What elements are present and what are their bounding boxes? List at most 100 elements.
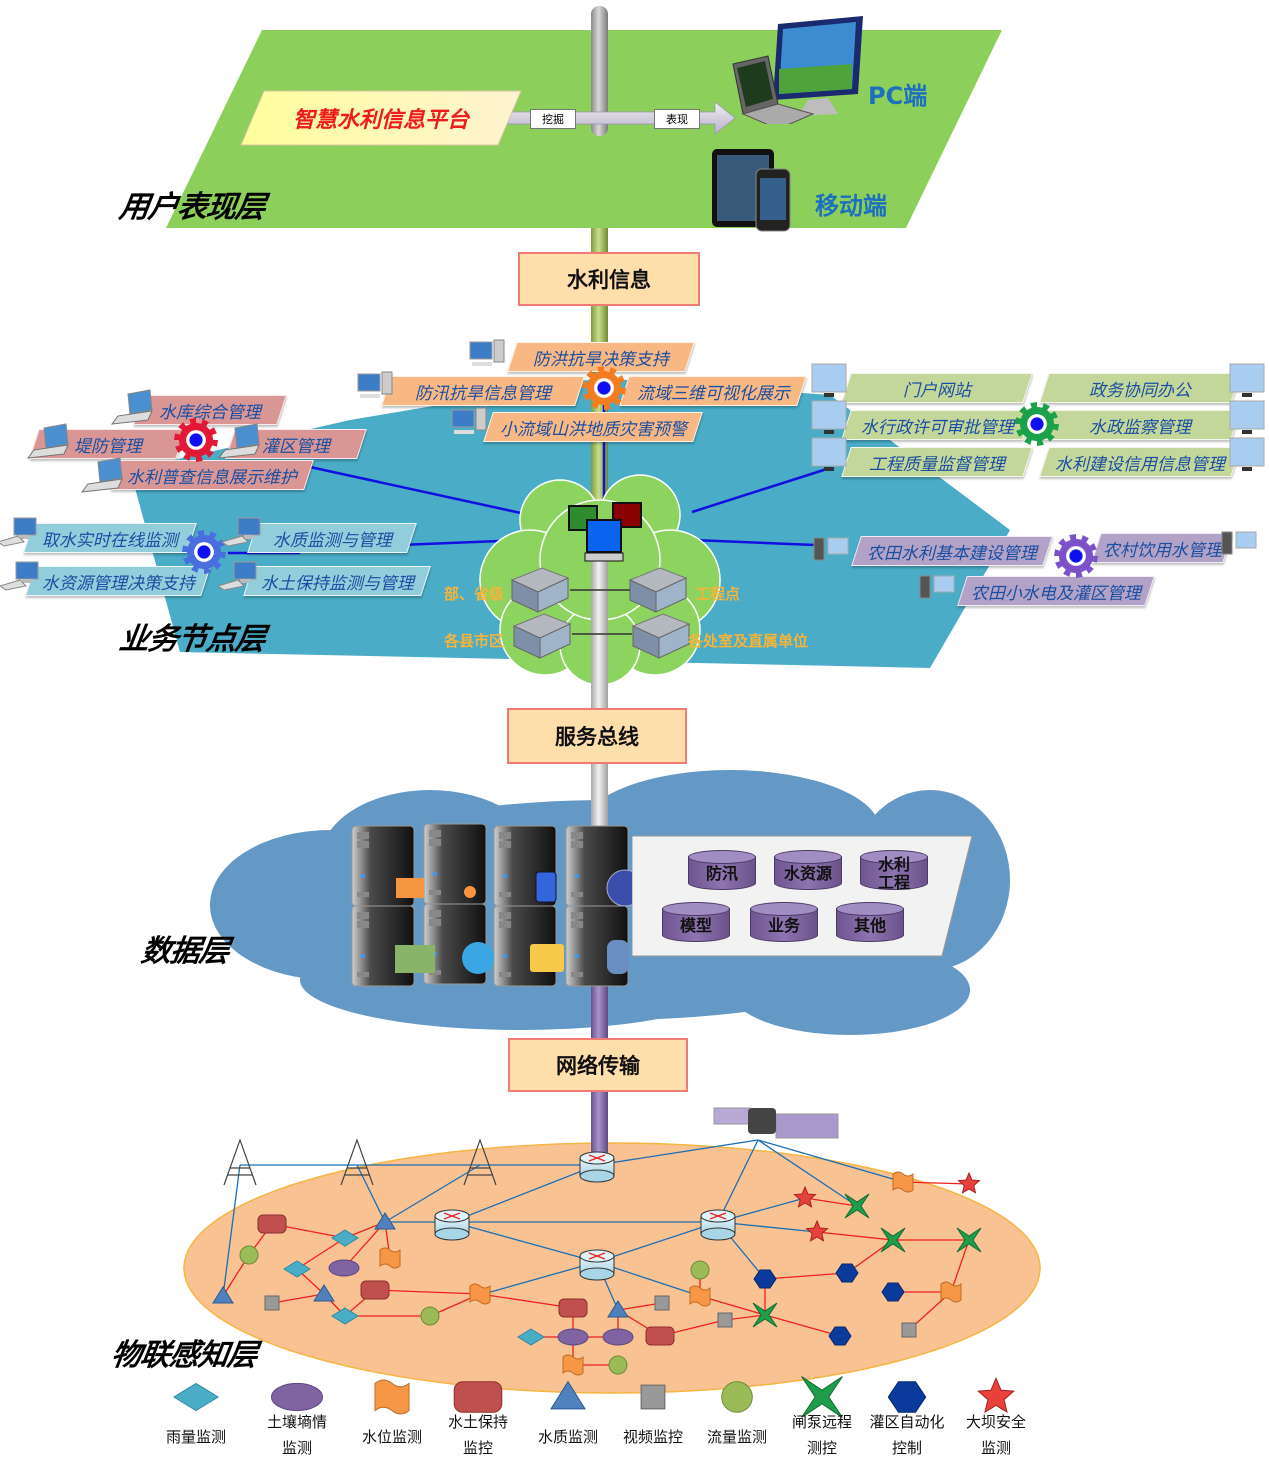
desktop-icon <box>469 339 505 366</box>
monitor-icon <box>811 400 847 434</box>
soil-conservation-icon <box>558 1298 588 1318</box>
legend-label: 水位监测 <box>361 1428 422 1446</box>
laptop-icon <box>80 457 123 493</box>
legend-label: 水质监测 <box>537 1428 598 1446</box>
mobile-label: 移动端 <box>815 192 887 220</box>
monitor-icon <box>811 363 847 397</box>
gate-pump-icon <box>801 1376 843 1418</box>
cell-tower-icon <box>463 1138 497 1186</box>
node-computer-blue <box>586 519 622 553</box>
dam-safety-icon <box>793 1185 817 1208</box>
tower-pc-icon <box>813 537 849 561</box>
legend-label: 大坝安全 监测 <box>965 1413 1026 1457</box>
video-camera-icon <box>901 1322 917 1338</box>
workstation-icon <box>0 561 39 591</box>
dam-safety-icon <box>957 1171 981 1194</box>
business-links <box>228 400 981 555</box>
legend-label: 流量监测 <box>706 1428 767 1446</box>
tower-pc-icon <box>1221 531 1257 555</box>
org-department: 各处室及直属单位 <box>688 632 809 650</box>
video-camera-icon <box>264 1295 280 1311</box>
water-level-icon <box>374 1379 410 1415</box>
flow-meter-icon <box>690 1260 710 1280</box>
soil-conservation-icon <box>360 1280 390 1300</box>
video-camera-icon <box>654 1295 670 1311</box>
flow-meter-icon <box>721 1381 753 1413</box>
monitor-icon <box>811 437 847 471</box>
platform-box[interactable]: 智慧水利信息平台 <box>240 90 522 146</box>
database-cylinder: 防汛 <box>688 850 756 890</box>
cylinder-icon <box>607 940 629 974</box>
database-label: 模型 <box>679 916 712 935</box>
phone-icon <box>535 871 557 903</box>
irrigation-control-icon <box>887 1381 927 1413</box>
show-label: 表现 <box>654 109 700 129</box>
soil-moisture-icon <box>557 1328 589 1346</box>
pc-icon <box>732 16 863 124</box>
router-icon <box>579 1249 615 1281</box>
cell-tower-icon <box>340 1138 374 1186</box>
database-cylinder: 模型 <box>662 902 730 942</box>
org-project: 工程点 <box>695 585 741 603</box>
router-icon <box>579 1151 615 1183</box>
water-level-icon <box>379 1247 401 1269</box>
tower-pc-icon <box>919 575 955 599</box>
rain-gauge-icon <box>517 1328 545 1346</box>
mine-label: 挖掘 <box>530 109 576 129</box>
gate-pump-icon <box>880 1227 906 1253</box>
gear-icon-orange-group <box>582 366 626 410</box>
rain-gauge-icon <box>331 1229 359 1247</box>
legend-label: 水土保持 监控 <box>447 1413 508 1457</box>
org-county: 各县市区 <box>444 632 505 650</box>
workstation-icon <box>216 561 257 591</box>
building-icon <box>512 613 572 659</box>
database-cylinder: 其他 <box>836 902 904 942</box>
flow-meter-icon <box>239 1245 259 1265</box>
rain-gauge-icon <box>172 1382 220 1412</box>
water-quality-icon <box>607 1300 629 1318</box>
legend-label: 闸泵远程 测控 <box>791 1413 852 1457</box>
water-quality-icon <box>212 1286 234 1304</box>
mobile-icon <box>712 149 791 232</box>
video-camera-icon <box>640 1384 666 1410</box>
database-label: 防汛 <box>705 864 738 883</box>
video-camera-icon <box>717 1312 733 1328</box>
satellite-icon <box>713 1107 839 1139</box>
rain-gauge-icon <box>283 1260 311 1278</box>
bus-box-network: 网络传输 <box>508 1038 688 1092</box>
water-level-icon <box>469 1283 491 1305</box>
laptop-icon <box>110 389 153 425</box>
money-icon <box>395 945 435 973</box>
server-icon <box>423 823 487 905</box>
soil-conservation-icon <box>645 1326 675 1346</box>
monitor-icon <box>1229 400 1265 434</box>
folder-icon <box>530 944 564 972</box>
database-cylinder: 业务 <box>750 902 818 942</box>
rain-gauge-icon <box>331 1307 359 1325</box>
water-quality-icon <box>550 1380 586 1410</box>
pc-label: PC端 <box>868 82 928 110</box>
key-icon <box>464 886 476 898</box>
legend-label: 视频监控 <box>622 1428 683 1446</box>
monitor-icon <box>1229 437 1265 471</box>
water-level-icon <box>940 1281 962 1303</box>
building-icon <box>631 613 691 659</box>
flow-meter-icon <box>420 1306 440 1326</box>
irrigation-control-icon <box>881 1282 905 1302</box>
irrigation-control-icon <box>753 1269 777 1289</box>
earth-icon <box>462 942 494 974</box>
soil-moisture-icon <box>271 1382 323 1412</box>
soil-moisture-icon <box>602 1328 634 1346</box>
gate-pump-icon <box>844 1193 870 1219</box>
legend-label: 灌区自动化 控制 <box>869 1413 945 1457</box>
dam-safety-icon <box>976 1377 1016 1414</box>
workstation-icon <box>0 517 37 547</box>
gear-icon-green-group <box>1015 402 1059 446</box>
flow-meter-icon <box>608 1355 628 1375</box>
pole-top <box>591 6 608 136</box>
database-cylinder: 水资源 <box>774 850 842 890</box>
workstation-icon <box>220 517 261 547</box>
water-level-icon <box>562 1354 584 1376</box>
